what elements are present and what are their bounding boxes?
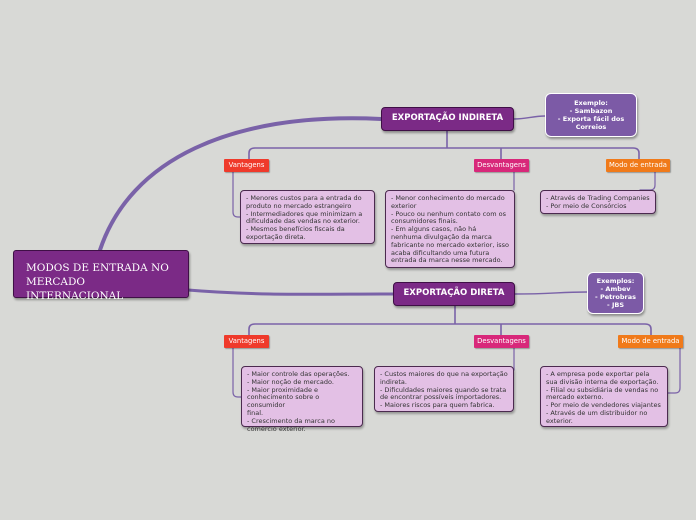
- indireta-example-line-4: Correios: [575, 123, 607, 131]
- topic-exportacao-indireta[interactable]: EXPORTAÇÃO INDIRETA: [381, 107, 514, 131]
- note-line: - Maiores riscos para quem fabrica.: [380, 401, 495, 410]
- note-line: exterior.: [546, 416, 573, 425]
- note-line: exportação direta.: [246, 232, 306, 241]
- connector-indireta-example: [513, 115, 546, 120]
- note-line: de encontrar possíveis importadores.: [380, 393, 502, 402]
- direta-desvantagens-label[interactable]: Desvantagens: [474, 335, 529, 348]
- note-line: - Crescimento da marca no: [247, 416, 336, 425]
- indireta-desvantagens-note[interactable]: - Menor conhecimento do mercado exterior…: [385, 190, 515, 268]
- direta-desvantagens-note[interactable]: - Custos maiores do que na exportação in…: [374, 366, 514, 412]
- connector-root-indireta: [98, 116, 383, 252]
- note-line: dificuldade das vendas no exterior.: [246, 217, 360, 226]
- indireta-modo-label[interactable]: Modo de entrada: [606, 159, 670, 172]
- note-line: final.: [247, 408, 264, 417]
- note-line: indireta.: [380, 377, 407, 386]
- indireta-vantagens-label[interactable]: Vantagens: [224, 159, 269, 172]
- direta-example-line-3: - Petrobras: [594, 293, 637, 301]
- connector-indireta-bar: [248, 130, 640, 165]
- note-line: entrada da marca nesse mercado.: [391, 256, 503, 265]
- note-line: - Menores custos para a entrada do: [246, 194, 362, 202]
- direta-vantagens-note[interactable]: - Maior controle das operações. - Maior …: [241, 366, 363, 432]
- indireta-example-line-3: - Exporta fácil dos: [557, 115, 625, 123]
- root-node[interactable]: MODOS DE ENTRADA NO MERCADO INTERNACIONA…: [13, 250, 189, 302]
- connector-root-direta: [186, 288, 395, 296]
- indireta-modo-note[interactable]: - Através de Trading Companies - Por mei…: [540, 190, 656, 214]
- indireta-example-line-1: Exemplo:: [574, 99, 608, 107]
- connector-ind-vantagens-note: [232, 171, 241, 218]
- direta-example-line-1: Exemplos:: [596, 277, 635, 285]
- note-line: conhecimento sobre o consumidor: [247, 393, 320, 410]
- direta-modo-label[interactable]: Modo de entrada: [618, 335, 683, 348]
- note-line: mercado externo.: [546, 393, 604, 402]
- note-line: - Por meio de vendedores viajantes: [546, 401, 661, 410]
- note-line: - Maior proximidade e: [247, 385, 319, 394]
- direta-vantagens-label[interactable]: Vantagens: [224, 335, 269, 348]
- note-line: sua divisão interna de exportação.: [546, 377, 659, 386]
- note-line: exterior: [391, 201, 417, 210]
- direta-example-line-2: - Ambev: [600, 285, 631, 293]
- indireta-example-node[interactable]: Exemplo: - Sambazon - Exporta fácil dos …: [545, 93, 637, 137]
- note-line: - Por meio de Consórcios: [546, 201, 627, 210]
- note-line: consumidores finais.: [391, 217, 458, 226]
- note-line: - Maior controle das operações.: [247, 370, 350, 378]
- note-line: - Através de um distribuidor no: [546, 408, 648, 417]
- indireta-example-line-2: - Sambazon: [569, 107, 613, 115]
- connector-dir-modo-note: [667, 347, 681, 394]
- note-line: - Menor conhecimento do mercado: [391, 194, 505, 202]
- note-line: - A empresa pode exportar pela: [546, 370, 650, 378]
- note-line: - Filial ou subsidiária de vendas no: [546, 385, 659, 394]
- direta-example-line-4: - JBS: [606, 301, 624, 309]
- note-line: acaba dificultando uma futura: [391, 248, 490, 257]
- connector-dir-vantagens-note: [232, 347, 242, 398]
- note-line: produto no mercado estrangeiro: [246, 201, 352, 210]
- note-line: - Através de Trading Companies: [546, 194, 650, 202]
- direta-modo-note[interactable]: - A empresa pode exportar pela sua divis…: [540, 366, 668, 427]
- note-line: - Custos maiores do que na exportação: [380, 370, 508, 378]
- topic-exportacao-direta[interactable]: EXPORTAÇÃO DIRETA: [393, 282, 515, 306]
- note-line: comércio exterior.: [247, 424, 306, 433]
- connector-ind-modo-note: [639, 171, 656, 191]
- note-line: - Pouco ou nenhum contato com os: [391, 209, 506, 218]
- connector-direta-example: [514, 291, 588, 295]
- connector-direta-bar: [248, 305, 652, 341]
- note-line: - Intermediadores que minimizam a: [246, 209, 363, 218]
- note-line: nenhuma divulgação da marca: [391, 232, 492, 241]
- note-line: fabricante no mercado exterior, isso: [391, 240, 510, 249]
- root-label: MODOS DE ENTRADA NO MERCADO INTERNACIONA…: [26, 262, 169, 302]
- direta-example-node[interactable]: Exemplos: - Ambev - Petrobras - JBS: [587, 272, 644, 314]
- note-line: - Em alguns casos, não há: [391, 225, 477, 234]
- note-line: - Maior noção de mercado.: [247, 377, 334, 386]
- topic-direta-title: EXPORTAÇÃO DIRETA: [403, 288, 505, 298]
- note-line: - Mesmos benefícios fiscais da: [246, 225, 345, 234]
- indireta-desvantagens-label[interactable]: Desvantagens: [474, 159, 529, 172]
- indireta-vantagens-note[interactable]: - Menores custos para a entrada do produ…: [240, 190, 375, 244]
- note-line: - Dificuldades maiores quando se trata: [380, 385, 507, 394]
- topic-indireta-title: EXPORTAÇÃO INDIRETA: [391, 113, 504, 123]
